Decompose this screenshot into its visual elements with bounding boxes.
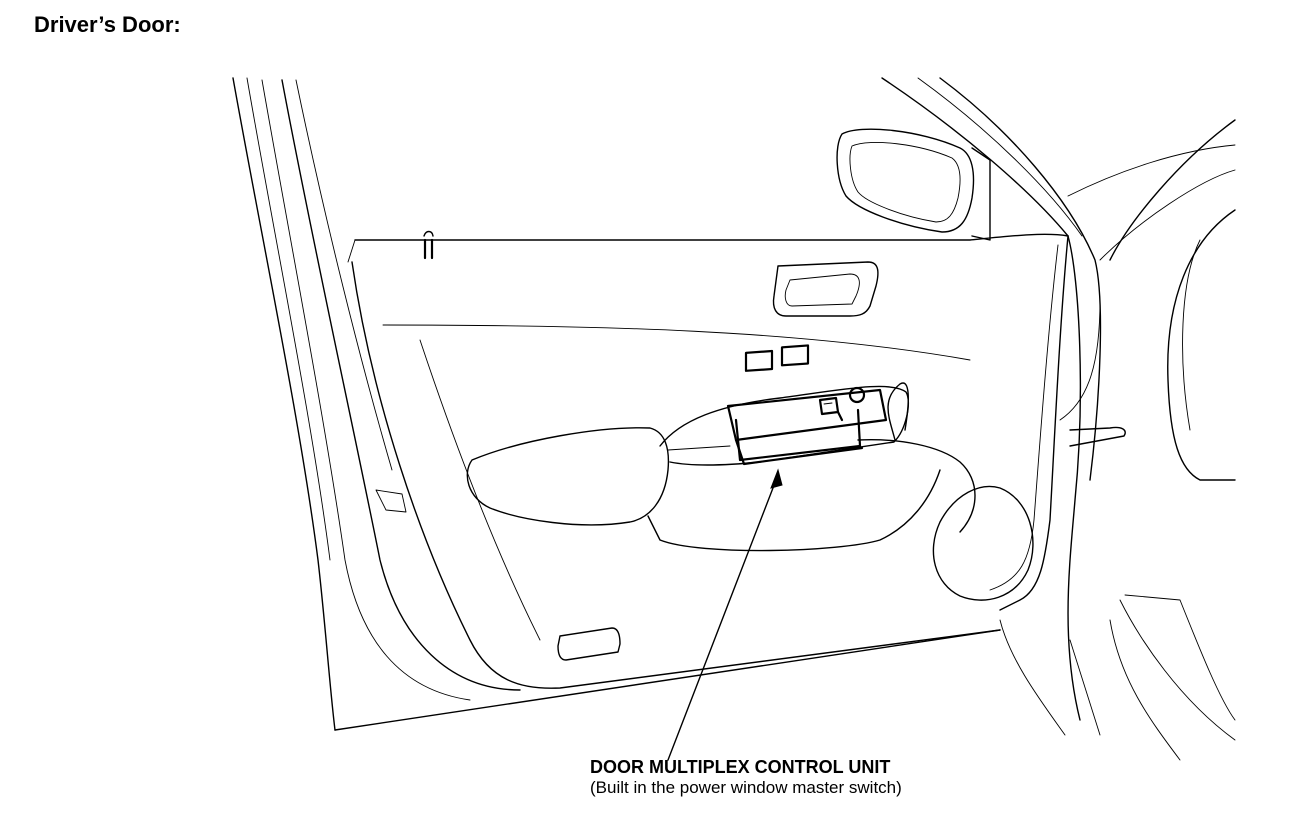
leader-arrow (667, 468, 783, 761)
side-mirror (836, 128, 991, 241)
door-frame-left (232, 77, 1001, 731)
vehicle-interior (999, 119, 1236, 761)
page-heading: Driver’s Door: (34, 12, 181, 37)
windshield-frame (881, 77, 1102, 721)
callout-subtitle: (Built in the power window master switch… (590, 778, 902, 797)
armrest (466, 382, 976, 552)
callout-title: DOOR MULTIPLEX CONTROL UNIT (590, 757, 891, 777)
door-speaker (932, 485, 1034, 601)
door-reflector (557, 627, 621, 661)
window-sill (347, 230, 1069, 361)
inner-door-handle (772, 261, 879, 317)
door-panel (351, 235, 1069, 689)
power-window-master-switch[interactable] (659, 344, 910, 466)
callout-label: DOOR MULTIPLEX CONTROL UNIT (Built in th… (590, 757, 902, 798)
